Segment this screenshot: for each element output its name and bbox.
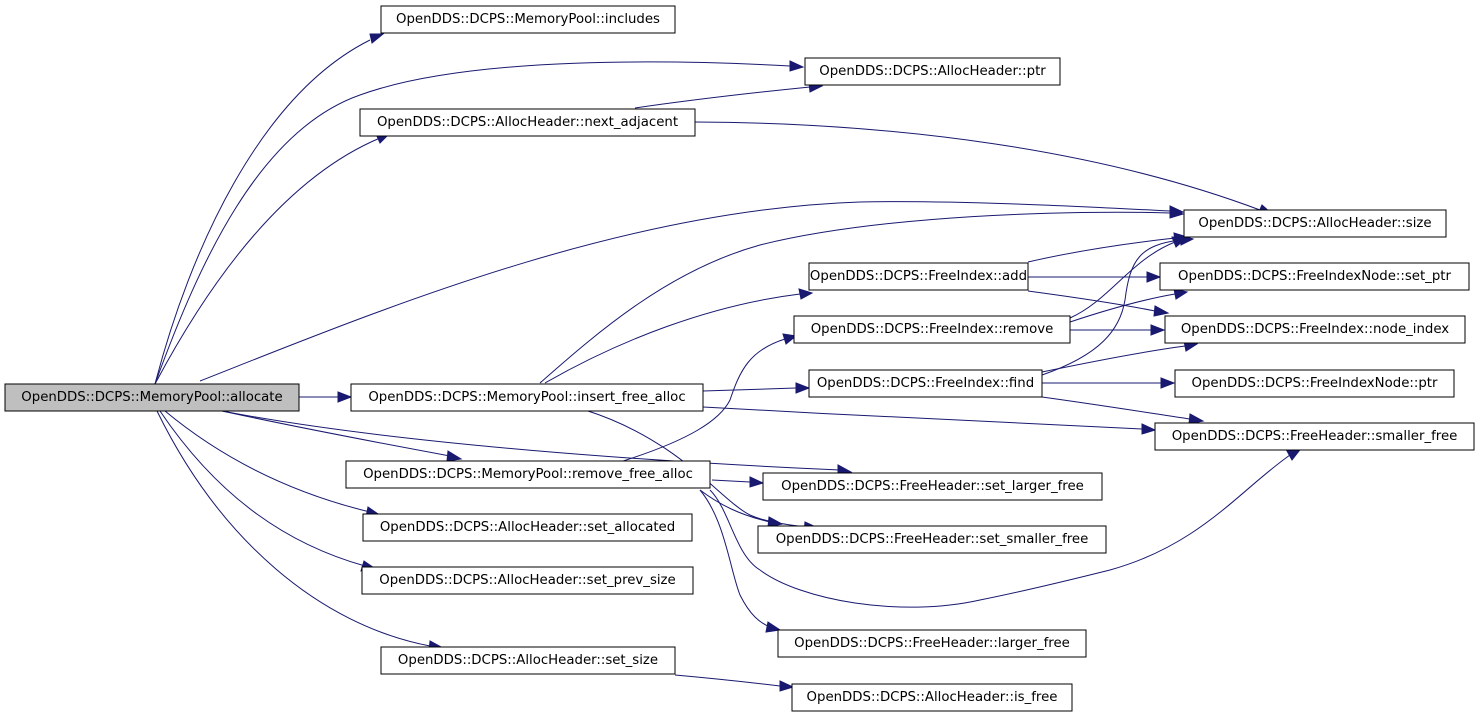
node-allocheader-set-allocated[interactable]: OpenDDS::DCPS::AllocHeader::set_allocate… (362, 513, 693, 542)
node-allocheader-set-prev-size[interactable]: OpenDDS::DCPS::AllocHeader::set_prev_siz… (361, 566, 694, 595)
node-freeheader-larger-free[interactable]: OpenDDS::DCPS::FreeHeader::larger_free (777, 629, 1087, 658)
node-label: OpenDDS::DCPS::AllocHeader::size (1198, 216, 1431, 231)
edge-fi-find-fin-ptr (1042, 377, 1176, 389)
edge-insert-free-alloc-smaller-free (702, 406, 1157, 435)
edge-fi-add-fin-set-ptr (1028, 271, 1162, 283)
node-label: OpenDDS::DCPS::MemoryPool::includes (396, 12, 660, 27)
edge-allocate-insert-free-alloc (299, 391, 353, 403)
node-label: OpenDDS::DCPS::FreeHeader::smaller_free (1172, 429, 1458, 444)
node-label: OpenDDS::DCPS::FreeIndex::add (810, 269, 1027, 284)
node-freeindex-remove[interactable]: OpenDDS::DCPS::FreeIndex::remove (793, 315, 1071, 344)
node-freeheader-set-smaller-free[interactable]: OpenDDS::DCPS::FreeHeader::set_smaller_f… (757, 525, 1107, 554)
node-label: OpenDDS::DCPS::FreeIndex::find (817, 376, 1034, 391)
node-allocheader-ptr[interactable]: OpenDDS::DCPS::AllocHeader::ptr (804, 57, 1061, 86)
edge-remove-free-alloc-fi-remove (619, 333, 798, 463)
edge-remove-free-alloc-set-larger-free (711, 476, 765, 488)
node-label: OpenDDS::DCPS::AllocHeader::ptr (819, 64, 1046, 79)
edge-allocate-ah-size (199, 201, 1185, 382)
edge-next-adjacent-ah-ptr (634, 81, 824, 109)
node-memorypool-includes[interactable]: OpenDDS::DCPS::MemoryPool::includes (380, 5, 676, 34)
node-label: OpenDDS::DCPS::AllocHeader::set_size (398, 653, 658, 668)
node-memorypool-insert-free-alloc[interactable]: OpenDDS::DCPS::MemoryPool::insert_free_a… (350, 383, 704, 412)
node-freeindex-find[interactable]: OpenDDS::DCPS::FreeIndex::find (808, 369, 1043, 398)
edge-allocate-ah-ptr (154, 60, 805, 385)
node-label: OpenDDS::DCPS::FreeIndexNode::set_ptr (1178, 269, 1451, 284)
node-label: OpenDDS::DCPS::AllocHeader::set_allocate… (380, 520, 675, 535)
edge-allocate-set-prev-size (159, 410, 379, 572)
edge-fi-find-ah-size (1041, 234, 1195, 376)
node-allocheader-next-adjacent[interactable]: OpenDDS::DCPS::AllocHeader::next_adjacen… (359, 108, 696, 137)
node-freeheader-set-larger-free[interactable]: OpenDDS::DCPS::FreeHeader::set_larger_fr… (762, 472, 1103, 501)
edge-remove-free-alloc-smaller-free (709, 450, 1301, 608)
node-allocheader-size[interactable]: OpenDDS::DCPS::AllocHeader::size (1183, 209, 1447, 238)
edges (154, 33, 1301, 692)
node-label: OpenDDS::DCPS::FreeHeader::set_larger_fr… (781, 479, 1084, 494)
node-label: OpenDDS::DCPS::FreeIndexNode::ptr (1192, 376, 1438, 391)
node-freeindexnode-set-ptr[interactable]: OpenDDS::DCPS::FreeIndexNode::set_ptr (1159, 262, 1470, 291)
node-freeheader-smaller-free[interactable]: OpenDDS::DCPS::FreeHeader::smaller_free (1154, 422, 1475, 451)
node-label: OpenDDS::DCPS::FreeIndex::node_index (1181, 322, 1449, 337)
edge-fi-find-smaller-free (1041, 396, 1205, 425)
node-freeindexnode-ptr[interactable]: OpenDDS::DCPS::FreeIndexNode::ptr (1174, 369, 1455, 398)
edge-set-size-is-free (674, 674, 795, 692)
node-label: OpenDDS::DCPS::FreeHeader::larger_free (794, 636, 1070, 651)
node-label: OpenDDS::DCPS::FreeHeader::set_smaller_f… (776, 532, 1089, 547)
nodes: OpenDDS::DCPS::MemoryPool::allocate Open… (4, 5, 1475, 712)
node-label: OpenDDS::DCPS::MemoryPool::allocate (21, 390, 282, 405)
node-label: OpenDDS::DCPS::FreeIndex::remove (811, 322, 1054, 337)
edge-next-adjacent-ah-size (694, 121, 1274, 215)
edge-insert-free-alloc-fi-find (702, 382, 811, 394)
node-label: OpenDDS::DCPS::MemoryPool::remove_free_a… (363, 467, 693, 482)
edge-fi-add-node-index (1027, 290, 1170, 317)
edge-allocate-next-adjacent (154, 133, 391, 385)
edge-fi-find-node-index (1041, 340, 1199, 373)
node-label: OpenDDS::DCPS::MemoryPool::insert_free_a… (368, 390, 685, 405)
node-allocheader-set-size[interactable]: OpenDDS::DCPS::AllocHeader::set_size (380, 646, 676, 675)
edge-fi-remove-node-index (1070, 324, 1166, 336)
edge-allocate-remove-free-alloc (221, 410, 463, 462)
edge-remove-free-alloc-larger-free (699, 489, 782, 633)
node-freeindex-add[interactable]: OpenDDS::DCPS::FreeIndex::add (808, 262, 1029, 291)
node-memorypool-allocate[interactable]: OpenDDS::DCPS::MemoryPool::allocate (4, 383, 300, 412)
node-label: OpenDDS::DCPS::AllocHeader::is_free (807, 690, 1058, 705)
edge-insert-free-alloc-ah-size (539, 207, 1185, 384)
node-freeindex-node-index[interactable]: OpenDDS::DCPS::FreeIndex::node_index (1164, 315, 1466, 344)
edge-allocate-includes (154, 33, 385, 385)
node-memorypool-remove-free-alloc[interactable]: OpenDDS::DCPS::MemoryPool::remove_free_a… (345, 460, 711, 489)
node-label: OpenDDS::DCPS::AllocHeader::next_adjacen… (377, 115, 678, 130)
edge-insert-free-alloc-fi-add (544, 288, 814, 384)
node-label: OpenDDS::DCPS::AllocHeader::set_prev_siz… (379, 573, 675, 588)
node-allocheader-is-free[interactable]: OpenDDS::DCPS::AllocHeader::is_free (791, 683, 1073, 712)
